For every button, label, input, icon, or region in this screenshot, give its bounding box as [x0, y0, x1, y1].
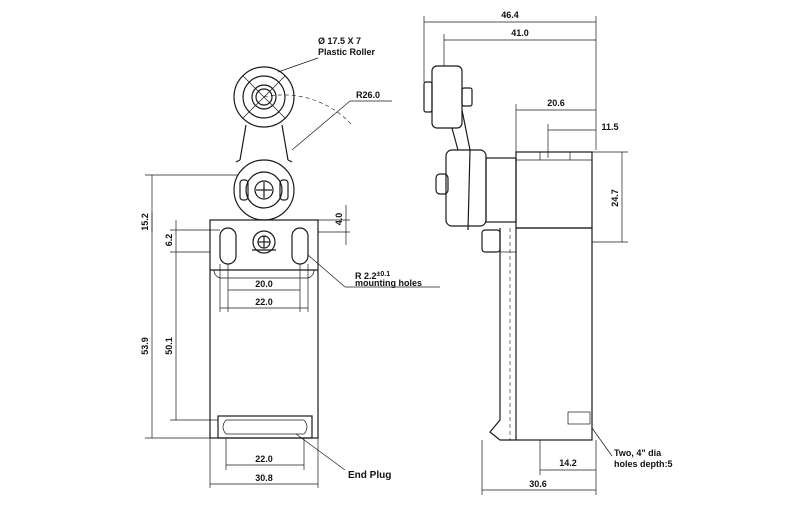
dim-6-2: 6.2 — [164, 234, 174, 247]
dim-11-5: 11.5 — [601, 122, 618, 132]
dim-24-7: 24.7 — [610, 189, 620, 207]
mount-holes-radius: R 2.2 — [355, 271, 377, 281]
side-flange — [489, 228, 516, 441]
side-top-cap — [515, 151, 593, 229]
end-plug — [217, 415, 313, 439]
dim-22-0-bottom: 22.0 — [255, 454, 273, 464]
roller-mid — [242, 75, 286, 119]
dim-41-0: 41.0 — [511, 28, 529, 38]
roller-label: Ø 17.5 X 7 — [318, 36, 361, 46]
mount-holes-label: R 2.2±0.1 — [355, 271, 390, 281]
dim-30-6: 30.6 — [529, 479, 547, 489]
roller-sub-label: Plastic Roller — [318, 47, 376, 57]
holes-label: Two, 4" dia — [614, 448, 662, 458]
dim-20-6: 20.6 — [547, 98, 565, 108]
side-view — [423, 16, 628, 495]
mount-holes-sub-label: mounting holes — [355, 278, 422, 288]
dim-14-2: 14.2 — [559, 458, 577, 468]
roller-outer — [233, 66, 295, 128]
center-screw — [252, 230, 276, 254]
end-plug-label: End Plug — [348, 470, 391, 481]
arm-radius-label: R26.0 — [356, 90, 380, 100]
head-inner — [245, 171, 283, 209]
front-view — [145, 57, 440, 488]
lever-arm — [239, 124, 289, 161]
dim-50-1: 50.1 — [164, 337, 174, 355]
dim-30-8: 30.8 — [255, 473, 273, 483]
roller-side — [431, 65, 463, 129]
mounting-hole-left — [219, 227, 237, 265]
dim-22-0-top: 22.0 — [255, 297, 273, 307]
side-head — [445, 149, 487, 227]
side-arm — [461, 109, 471, 231]
side-body — [515, 227, 593, 441]
dim-53-9: 53.9 — [140, 337, 150, 355]
roller-axle — [255, 88, 273, 106]
radius-arc — [263, 94, 353, 126]
dim-46-4: 46.4 — [501, 10, 519, 20]
mounting-hole-right — [291, 227, 309, 265]
mount-holes-tolerance: ±0.1 — [377, 271, 391, 278]
dim-15-2: 15.2 — [140, 213, 150, 231]
roller-hub — [251, 84, 277, 110]
dim-4-0: 4.0 — [334, 213, 344, 226]
dim-20-0: 20.0 — [255, 279, 273, 289]
holes-sub-label: holes depth:5 — [614, 459, 673, 469]
